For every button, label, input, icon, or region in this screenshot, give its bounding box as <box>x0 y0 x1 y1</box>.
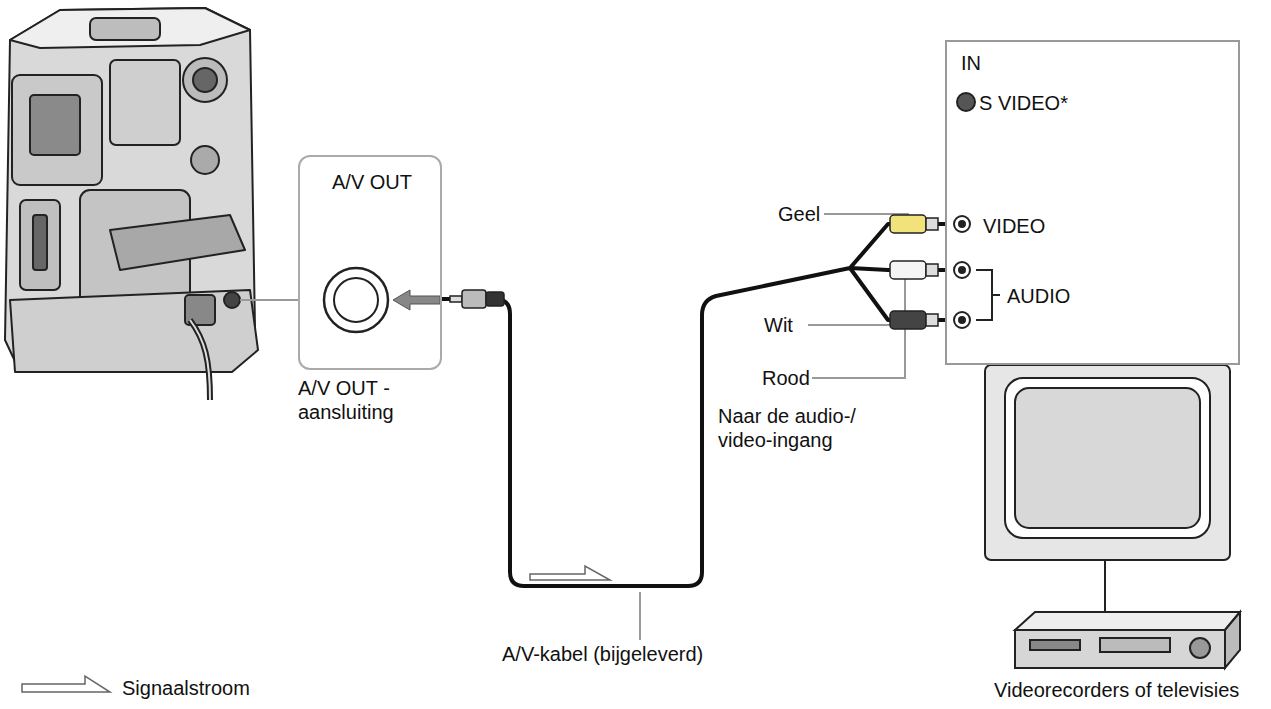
color-label: Rood <box>760 366 812 390</box>
television <box>985 365 1230 620</box>
drawing-part <box>976 270 992 320</box>
drawing-part <box>808 326 905 378</box>
av-jack <box>324 268 388 332</box>
drawing-part <box>12 75 102 185</box>
drawing-part <box>959 221 965 227</box>
connection-note: Naar de audio-/ video-ingang <box>716 404 885 452</box>
jack-name: VIDEO <box>983 215 1045 238</box>
drawing-part <box>190 320 210 400</box>
drawing-part <box>190 320 210 400</box>
drawing-part <box>183 58 227 102</box>
signal-flow-arrow <box>530 566 610 580</box>
drawing-part <box>1015 630 1225 668</box>
drawing-part <box>1030 640 1080 650</box>
drawing-part <box>957 93 975 111</box>
drawing-part <box>334 278 378 322</box>
drawing-part <box>1015 612 1240 630</box>
drawing-part <box>193 68 217 92</box>
drawing-part <box>959 267 965 273</box>
drawing-part <box>191 146 219 174</box>
drawing-part <box>890 215 926 233</box>
jack-label: A/V OUT -aansluiting <box>296 376 450 424</box>
drawing-part <box>110 215 245 270</box>
device-label: Videorecorders of televisies <box>992 678 1241 702</box>
color-label: Wit <box>762 313 795 337</box>
drawing-part <box>926 264 938 276</box>
video-recorder <box>1015 612 1240 668</box>
jack-name: AUDIO <box>1007 285 1070 308</box>
drawing-part <box>926 314 938 326</box>
mini-plug <box>450 290 504 308</box>
camcorder <box>5 8 258 400</box>
panel-jacks <box>954 93 1000 328</box>
drawing-part <box>110 60 180 145</box>
drawing-part <box>90 18 160 40</box>
drawing-part <box>442 224 945 586</box>
drawing-part <box>224 292 240 308</box>
drawing-part <box>1015 388 1200 528</box>
drawing-part <box>1190 638 1210 658</box>
drawing-part <box>954 312 970 328</box>
drawing-part <box>985 365 1230 560</box>
legend-text: Signaalstroom <box>120 676 252 700</box>
rca-plugs <box>890 215 938 329</box>
input-panel: IN S VIDEO* VIDEO AUDIO <box>945 40 1240 365</box>
drawing-part <box>992 294 1000 296</box>
cable-label: A/V-kabel (bijgeleverd) <box>500 642 705 666</box>
drawing-part <box>33 215 47 270</box>
insert-arrow <box>393 290 440 310</box>
jack-name: S VIDEO* <box>979 92 1068 115</box>
callout-leader <box>240 299 298 301</box>
jack-callout: A/V OUT <box>298 155 442 370</box>
drawing-part <box>486 292 504 306</box>
drawing-part <box>890 311 926 329</box>
drawing-part <box>10 8 250 48</box>
drawing-part <box>954 262 970 278</box>
drawing-part <box>450 296 462 302</box>
drawing-part <box>30 95 80 155</box>
drawing-part <box>1225 612 1240 668</box>
drawing-part <box>890 261 926 279</box>
drawing-part <box>462 290 486 308</box>
drawing-part <box>1005 378 1210 538</box>
panel-heading: IN <box>961 52 981 75</box>
leader-lines <box>640 214 908 640</box>
color-label: Geel <box>776 202 822 226</box>
drawing-part <box>10 290 258 372</box>
drawing-part <box>20 200 60 290</box>
drawing-part <box>954 216 970 232</box>
drawing-part <box>639 592 641 640</box>
av-cable <box>442 224 945 586</box>
drawing-part <box>1100 638 1170 652</box>
legend-arrow <box>22 676 110 692</box>
drawing-part <box>926 218 938 230</box>
connector-name: A/V OUT <box>332 171 412 194</box>
drawing-part <box>959 317 965 323</box>
